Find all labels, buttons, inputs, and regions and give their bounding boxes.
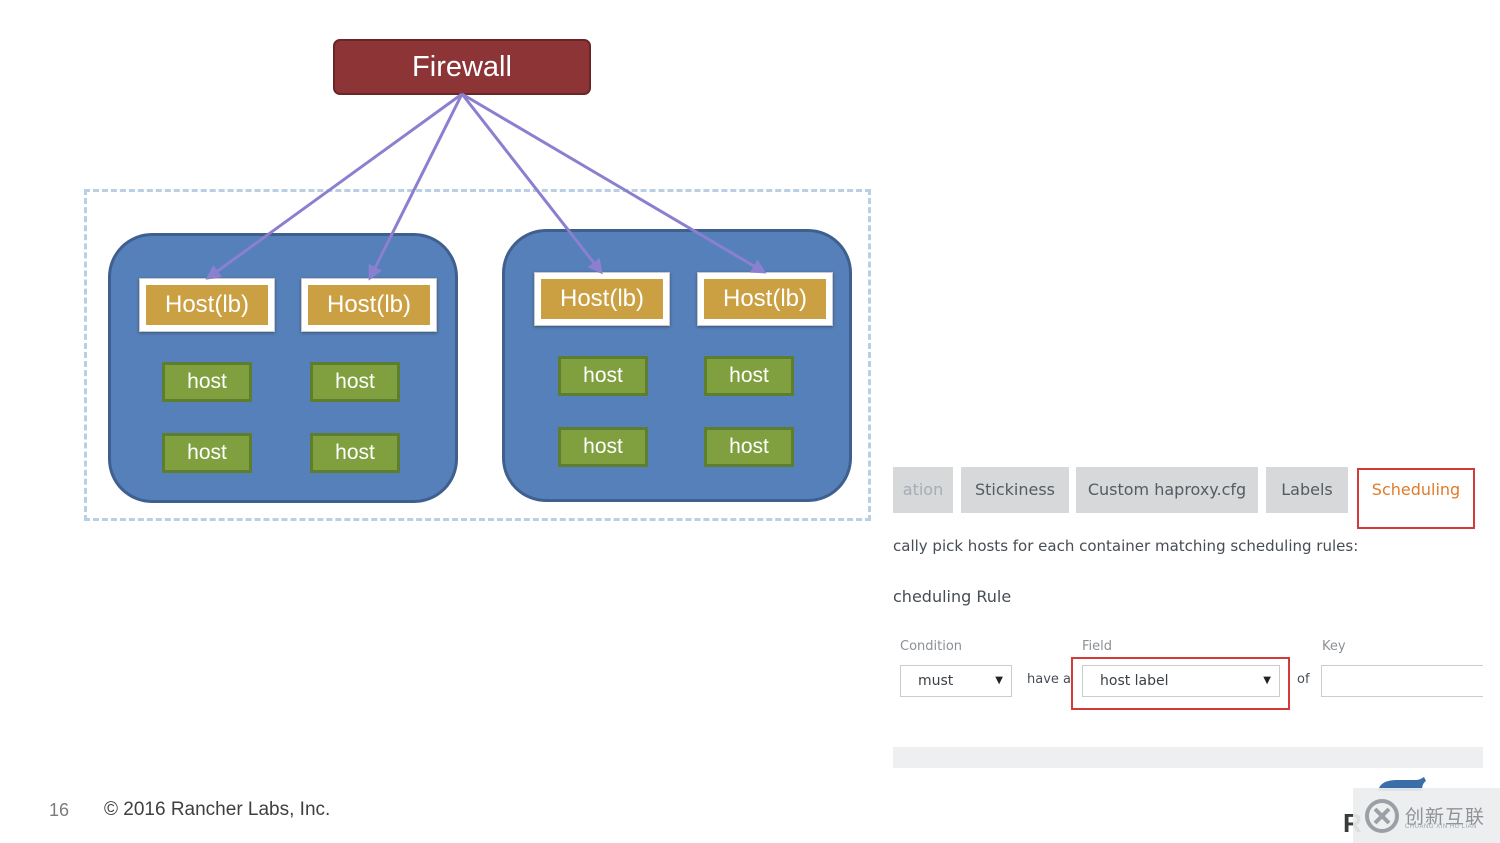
field-value: host label <box>1100 673 1169 689</box>
lb-host-1: Host(lb) <box>139 278 275 332</box>
host-node: host <box>310 362 400 402</box>
of-text: of <box>1297 672 1310 687</box>
host-node: host <box>704 356 794 396</box>
panel-footer-bar <box>893 747 1483 768</box>
rancher-cow-icon <box>1378 777 1426 791</box>
have-a-text: have a <box>1027 672 1071 687</box>
arrow-to-lb-host-1 <box>205 92 463 280</box>
watermark: 创新互联 CHUANG XIN HU LIAN <box>1353 788 1500 843</box>
host-node: host <box>162 362 252 402</box>
field-label: Field <box>1082 639 1113 654</box>
tab-scheduling[interactable]: Scheduling <box>1358 467 1474 513</box>
scheduling-description: cally pick hosts for each container matc… <box>893 537 1359 555</box>
key-label: Key <box>1322 639 1346 654</box>
host-node: host <box>558 356 648 396</box>
lb-host-2: Host(lb) <box>301 278 437 332</box>
lb-host-1-label: Host(lb) <box>146 285 268 325</box>
chevron-down-icon: ▼ <box>995 675 1003 686</box>
dashed-zone <box>84 189 871 521</box>
arrows-layer <box>205 92 767 281</box>
condition-select[interactable]: must ▼ <box>900 665 1012 697</box>
watermark-subtext: CHUANG XIN HU LIAN <box>1405 824 1478 830</box>
tab-labels[interactable]: Labels <box>1266 467 1348 513</box>
copyright-text: © 2016 Rancher Labs, Inc. <box>104 799 331 820</box>
key-input[interactable] <box>1321 665 1483 697</box>
arrow-to-lb-host-4 <box>461 92 767 274</box>
lb-host-4-label: Host(lb) <box>704 279 826 319</box>
field-select[interactable]: host label ▼ <box>1082 665 1280 697</box>
condition-value: must <box>918 673 954 689</box>
watermark-logo-icon <box>1365 799 1399 833</box>
host-node: host <box>310 433 400 473</box>
lb-host-3: Host(lb) <box>534 272 670 326</box>
chevron-down-icon: ▼ <box>1263 675 1271 686</box>
host-node: host <box>558 427 648 467</box>
arrow-to-lb-host-3 <box>460 93 603 275</box>
host-node: host <box>162 433 252 473</box>
host-node: host <box>704 427 794 467</box>
scheduling-panel: ation Stickiness Custom haproxy.cfg Labe… <box>893 455 1483 770</box>
tab-stickiness[interactable]: Stickiness <box>961 467 1069 513</box>
lb-host-3-label: Host(lb) <box>541 279 663 319</box>
lb-host-4: Host(lb) <box>697 272 833 326</box>
firewall-label: Firewall <box>412 51 512 83</box>
arrow-to-lb-host-2 <box>368 93 464 281</box>
field-select-highlight <box>1071 657 1290 710</box>
tab-configuration[interactable]: ation <box>893 467 953 513</box>
lb-host-2-label: Host(lb) <box>308 285 430 325</box>
page-number: 16 <box>49 800 70 820</box>
scheduling-rule-title: cheduling Rule <box>893 587 1012 606</box>
watermark-text: 创新互联 <box>1405 807 1486 828</box>
tab-custom-haproxy[interactable]: Custom haproxy.cfg <box>1076 467 1258 513</box>
condition-label: Condition <box>900 639 963 654</box>
scheduling-tab-highlight <box>1357 468 1475 529</box>
